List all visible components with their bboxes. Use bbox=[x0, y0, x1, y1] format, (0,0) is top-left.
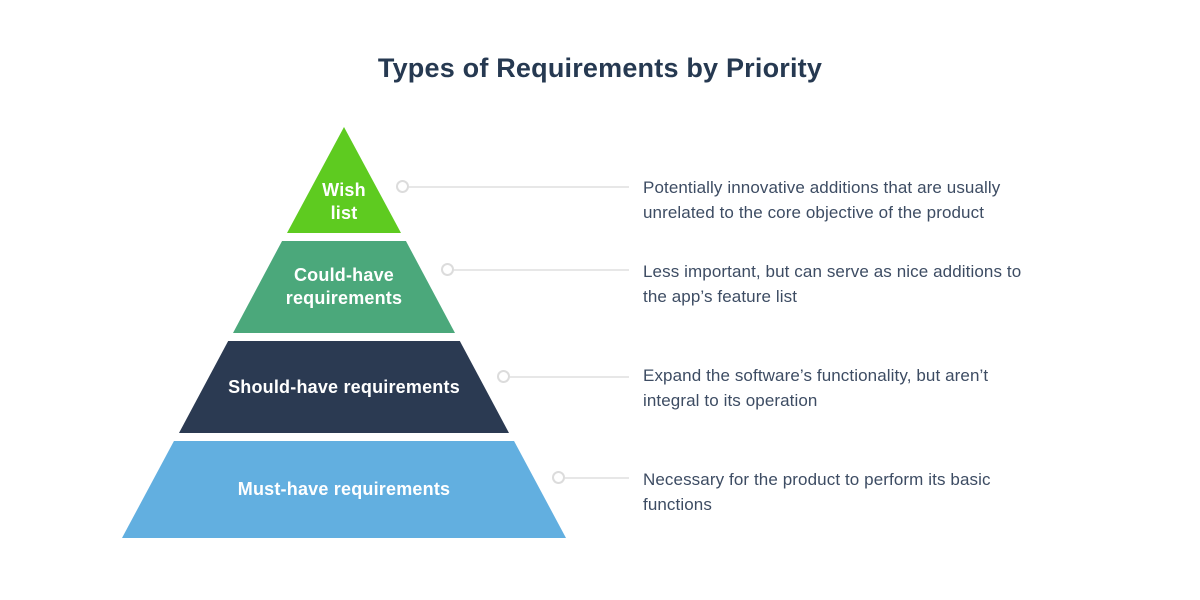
level-label: Could-have requirements bbox=[285, 265, 403, 308]
description-could-have: Less important, but can serve as nice ad… bbox=[643, 262, 1022, 306]
connector-must-have bbox=[552, 471, 629, 484]
ring-icon bbox=[396, 180, 409, 193]
level-label: Should-have requirements bbox=[228, 376, 460, 397]
pyramid-level-should-have: Should-have requirements bbox=[179, 341, 509, 433]
ring-icon bbox=[441, 263, 454, 276]
ring-icon bbox=[552, 471, 565, 484]
connector-line bbox=[409, 185, 629, 188]
connector-could-have bbox=[441, 263, 629, 276]
level-label: Wish list bbox=[322, 180, 366, 223]
connector-line bbox=[454, 268, 629, 271]
connector-wish-list bbox=[396, 180, 629, 193]
connector-line bbox=[565, 476, 629, 479]
ring-icon bbox=[497, 370, 510, 383]
pyramid-level-could-have: Could-have requirements bbox=[233, 241, 455, 333]
pyramid-level-must-have: Must-have requirements bbox=[122, 441, 566, 538]
page-title: Types of Requirements by Priority bbox=[377, 53, 823, 83]
description-wish-list: Potentially innovative additions that ar… bbox=[643, 178, 1001, 222]
connector-line bbox=[510, 375, 629, 378]
description-should-have: Expand the software’s functionality, but… bbox=[643, 366, 989, 410]
pyramid-level-wish-list: Wish list bbox=[287, 127, 401, 233]
level-label: Must-have requirements bbox=[237, 479, 451, 499]
connector-should-have bbox=[497, 370, 629, 383]
description-must-have: Necessary for the product to perform its… bbox=[643, 470, 991, 514]
